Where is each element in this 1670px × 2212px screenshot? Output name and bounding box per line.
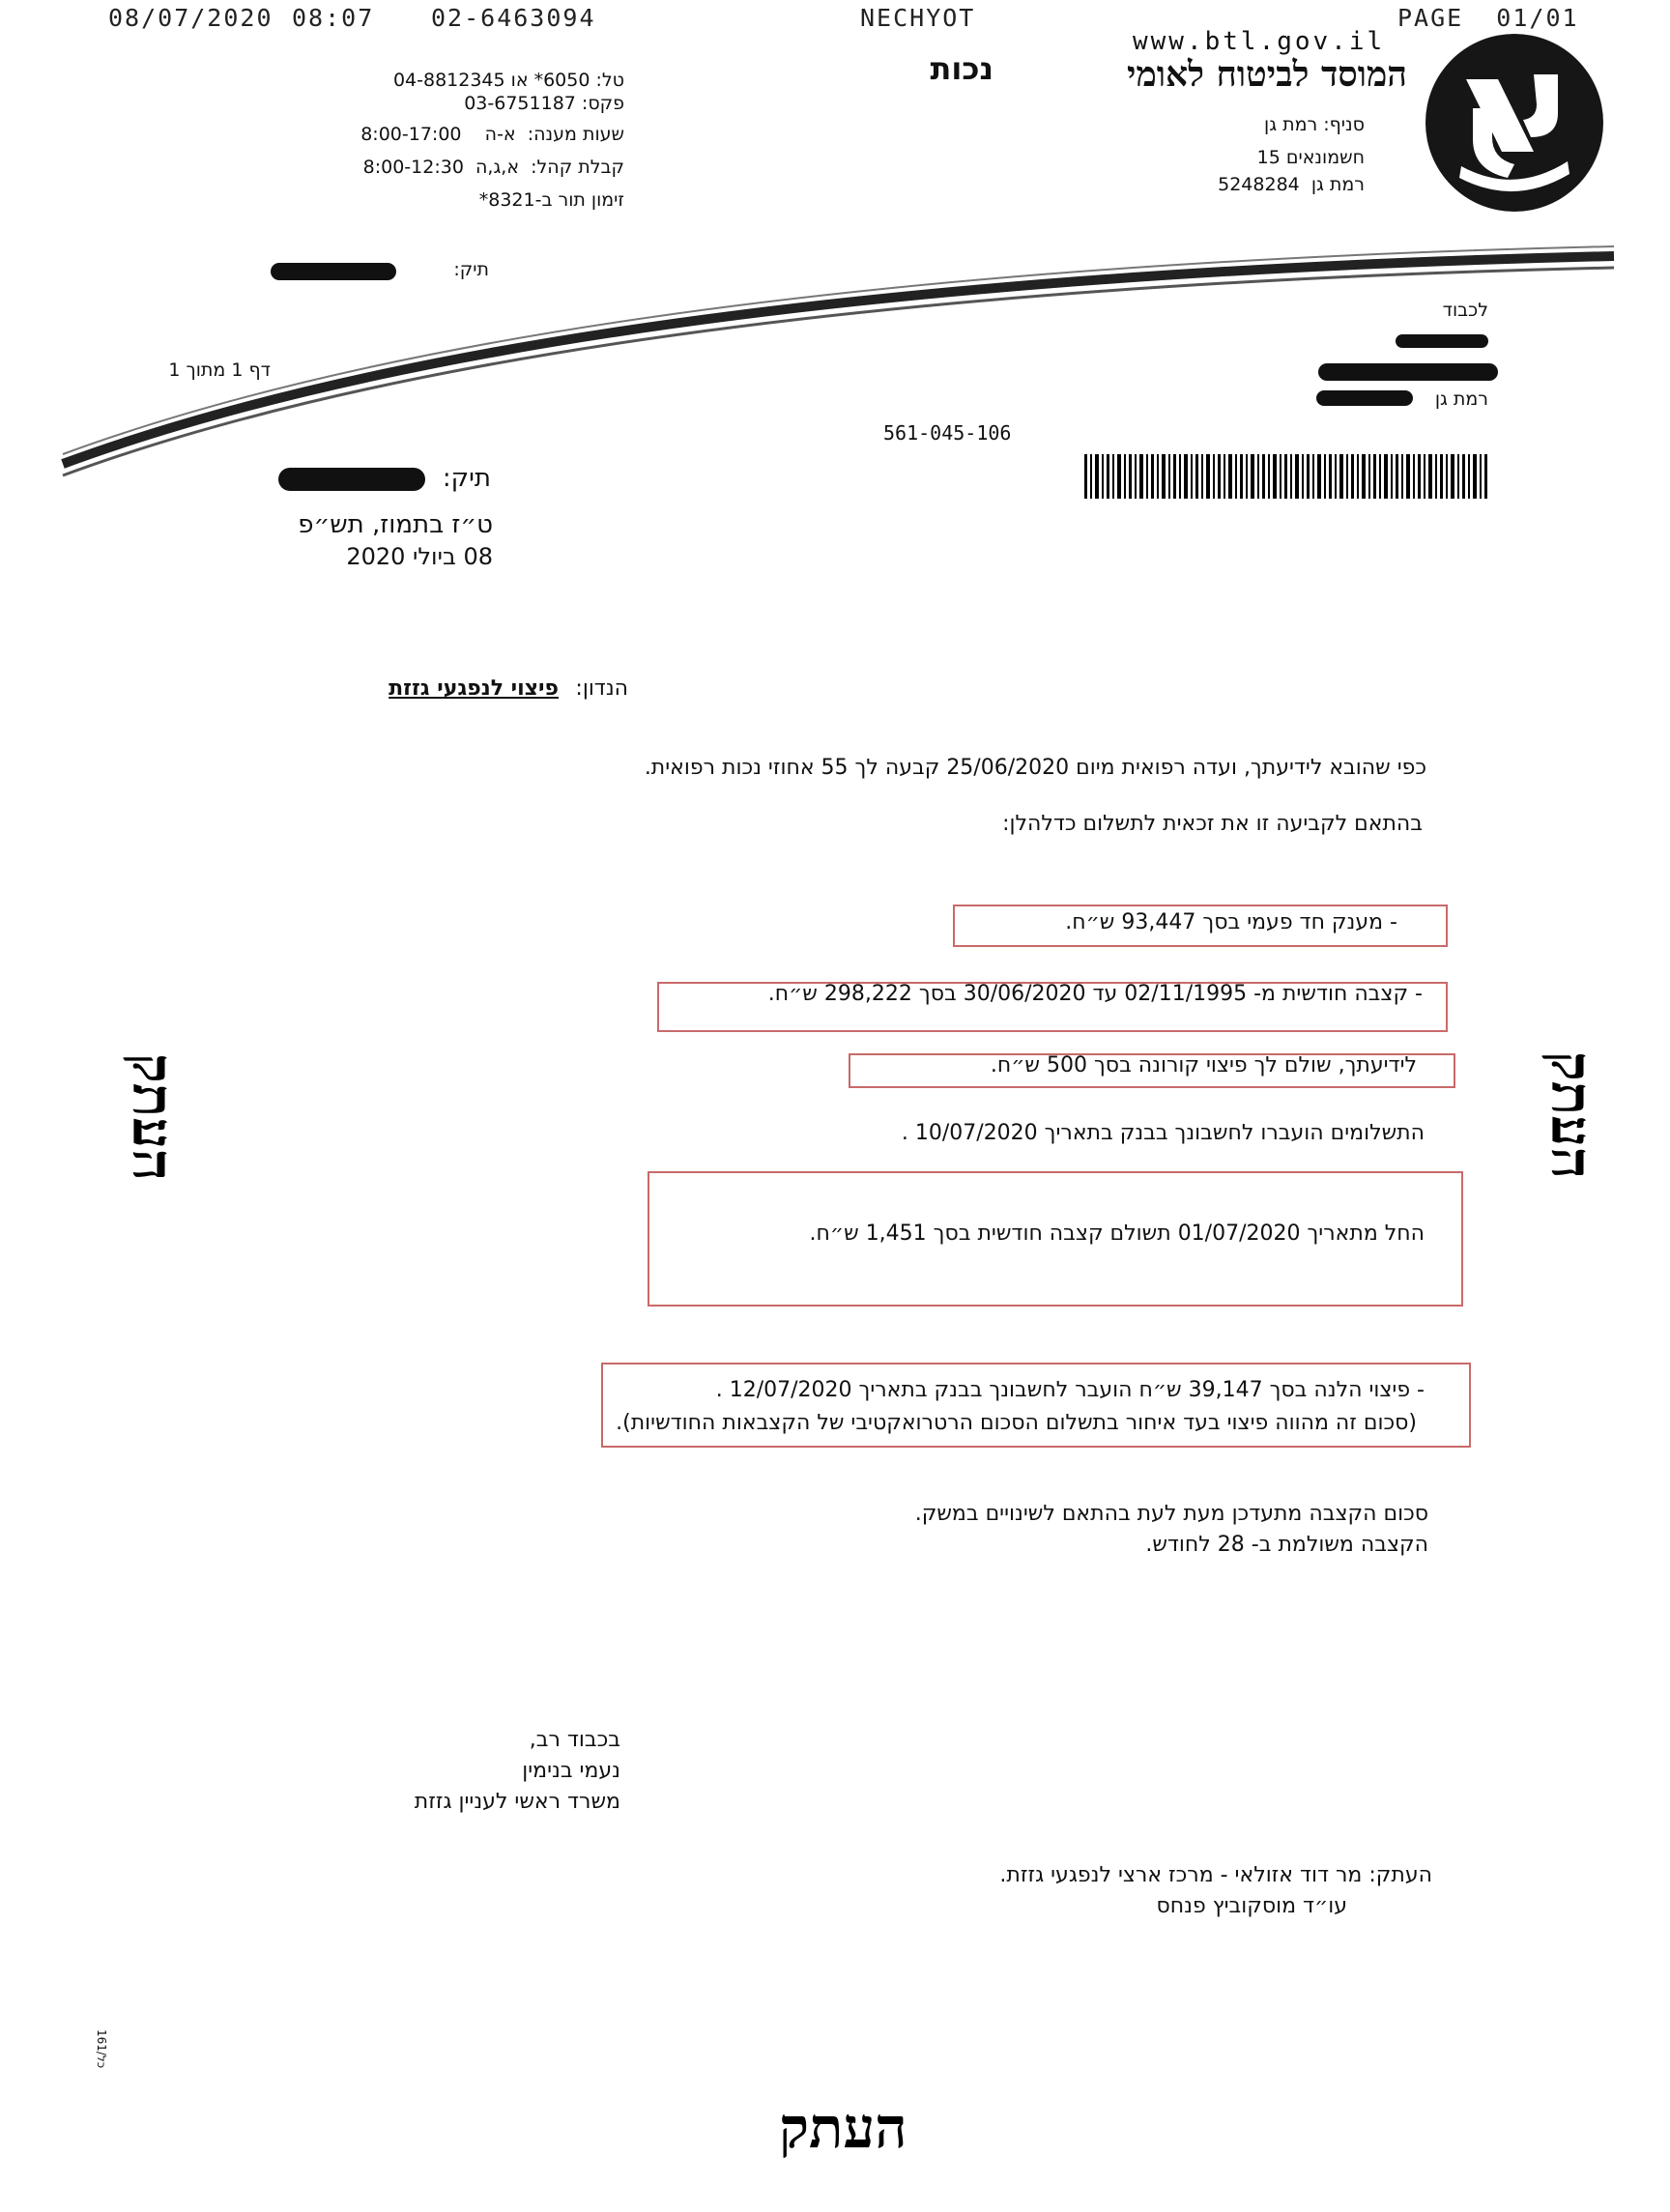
copy-stamp-bottom: העתק <box>779 2095 907 2161</box>
highlight-box-monthly-from <box>648 1171 1463 1307</box>
from-date-line: החל מתאריך 01/07/2020 תשולם קצבה חודשית … <box>809 1221 1425 1246</box>
intro-line-1: כפי שהובא לידיעתך, ועדה רפואית מיום 25/0… <box>644 756 1426 780</box>
signature-name: נעמי בנימין <box>522 1759 620 1783</box>
highlight-box-corona <box>849 1053 1455 1088</box>
interest-line-2: (סכום זה מהווה פיצוי בעד איחור בתשלום הס… <box>616 1411 1417 1435</box>
update-line-2: הקצבה משולמת ב- 28 לחודש. <box>1145 1533 1428 1557</box>
org-street: חשמונאים 15 <box>1256 147 1365 168</box>
recipient-salutation: לכבוד <box>1442 300 1488 321</box>
fax-page: PAGE 01/01 <box>1397 4 1579 32</box>
subject-label: הנדון: <box>575 676 628 701</box>
transfer-line: התשלומים הועברו לחשבונך בבנק בתאריך 10/0… <box>901 1121 1425 1145</box>
file-top-label: תיק: <box>453 259 489 280</box>
form-code: 161/כל <box>95 2029 108 2069</box>
interest-line-1: - פיצוי הלנה בסך 39,147 ש״ח הועבר לחשבונ… <box>715 1378 1425 1402</box>
item-grant: - מענק חד פעמי בסך 93,447 ש״ח. <box>1065 910 1397 934</box>
contact-appointment: זימון תור ב-8321* <box>478 189 624 211</box>
fax-sender: NECHYOT <box>860 4 976 32</box>
highlight-box-grant <box>953 905 1448 947</box>
subject: פיצוי לנפגעי גזזת <box>389 676 559 701</box>
barcode-number: 561-045-106 <box>883 421 1012 445</box>
date-gregorian: 08 ביולי 2020 <box>346 543 493 570</box>
barcode <box>1084 454 1490 499</box>
intro-line-2: בהתאם לקביעה זו את זכאית לתשלום כדלהלן: <box>1002 812 1423 836</box>
fax-time: 08:07 <box>292 4 375 32</box>
envelope-fold-band <box>58 242 1624 483</box>
redacted-recipient-name <box>1396 334 1488 348</box>
contact-fax: פקס: 03-6751187 <box>464 93 624 114</box>
signature-closing: בכבוד רב, <box>529 1728 620 1752</box>
fax-phone: 02-6463094 <box>431 4 596 32</box>
cc-line-1: העתק: מר דוד אזולאי - מרכז ארצי לנפגעי ג… <box>999 1863 1432 1887</box>
contact-hours: שעות מענה: א-ה 8:00-17:00 <box>360 124 624 145</box>
copy-stamp-right: העתק <box>1539 1050 1605 1180</box>
fax-date: 08/07/2020 <box>108 4 274 32</box>
cc-line-2: עו״ד מוסקוביץ פנחס <box>1156 1894 1347 1918</box>
item-corona: לידיעתך, שולם לך פיצוי קורונה בסך 500 ש״… <box>990 1053 1417 1077</box>
update-line-1: סכום הקצבה מתעדכן מעת לעת בהתאם לשינויים… <box>914 1502 1428 1526</box>
file-label: תיק: <box>442 464 491 493</box>
btl-logo <box>1423 31 1606 215</box>
date-hebrew: ט״ז בתמוז, תש״פ <box>298 510 493 539</box>
signature-title: משרד ראשי לעניין גזזת <box>414 1790 620 1814</box>
org-city-zip: רמת גן 5248284 <box>1218 174 1365 195</box>
org-branch: סניף: רמת גן <box>1264 114 1365 135</box>
page-count: דף 1 מתוך 1 <box>168 359 271 381</box>
highlight-box-interest <box>601 1363 1471 1448</box>
highlight-box-monthly <box>657 982 1448 1032</box>
redacted-recipient-zip <box>1316 390 1413 406</box>
recipient-city: רמת גן <box>1434 388 1488 410</box>
org-department: נכות <box>930 50 993 87</box>
item-monthly: - קצבה חודשית מ- 02/11/1995 עד 30/06/202… <box>767 982 1423 1006</box>
contact-reception: קבלת קהל: א,ג,ה 8:00-12:30 <box>362 157 624 178</box>
redacted-file-number <box>278 468 425 491</box>
org-website: www.btl.gov.il <box>1133 27 1386 56</box>
contact-phone: טל: 6050* או 04-8812345 <box>392 70 624 91</box>
copy-stamp-left: העתק <box>120 1052 187 1182</box>
org-name: המוסד לביטוח לאומי <box>1127 54 1407 95</box>
redacted-file-number-top <box>271 263 396 280</box>
redacted-recipient-street <box>1318 363 1498 381</box>
